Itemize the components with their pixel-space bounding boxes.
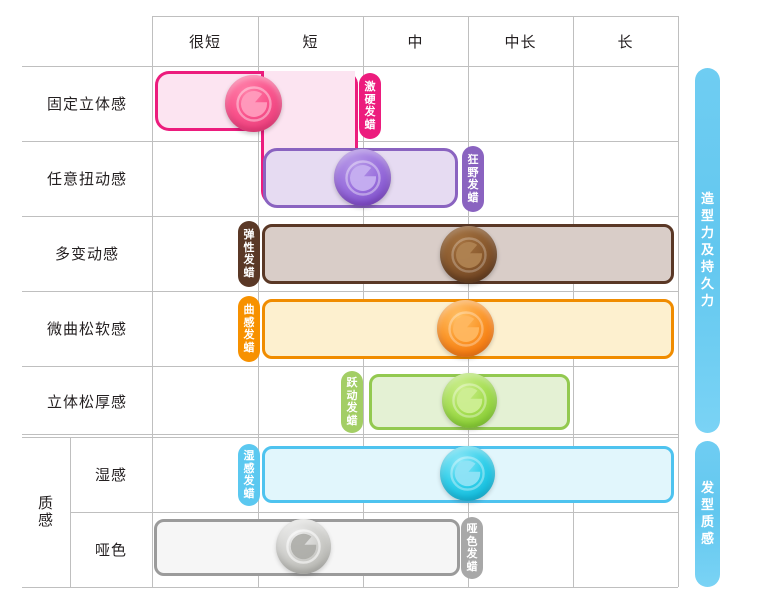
grid-hline	[22, 216, 678, 217]
column-header-1: 短	[302, 32, 319, 51]
column-header-3: 中长	[504, 32, 537, 51]
grid-hline	[22, 291, 678, 292]
product-tag-kuangye-text: 狂野发蜡	[467, 153, 479, 204]
product-tag-yase-text: 哑色发蜡	[466, 522, 478, 573]
product-tag-quangan[interactable]: 曲感发蜡	[238, 296, 260, 362]
product-coin-quangan	[437, 300, 494, 357]
row-header-3: 微曲松软感	[46, 320, 127, 338]
grid-hline	[152, 16, 678, 17]
product-coin-yase	[276, 519, 331, 574]
column-header-4: 长	[617, 32, 634, 51]
grid-hline	[70, 512, 678, 513]
product-tag-jiying-text: 激硬发蜡	[364, 80, 376, 131]
row-header-6: 哑色	[94, 541, 127, 559]
grid-hline	[22, 437, 678, 438]
product-tag-shigan-text: 湿感发蜡	[243, 449, 255, 500]
row-header-2: 多变动感	[54, 245, 119, 263]
product-tag-tanxing[interactable]: 弹性发蜡	[238, 221, 260, 287]
column-header-2: 中	[407, 32, 424, 51]
grid-hline	[22, 434, 678, 435]
product-tag-tanxing-text: 弹性发蜡	[243, 228, 255, 279]
side-legend-hair-texture: 发型质感	[695, 441, 720, 587]
grid-hline	[22, 587, 678, 588]
product-coin-tanxing	[440, 226, 497, 283]
row-header-4: 立体松厚感	[46, 393, 127, 411]
row-group-char-1: 感	[37, 511, 54, 529]
grid-hline	[22, 366, 678, 367]
product-coin-jiying	[225, 75, 282, 132]
grid-hline	[22, 66, 678, 67]
product-tag-kuangye[interactable]: 狂野发蜡	[462, 146, 484, 212]
column-header-0: 很短	[188, 32, 221, 51]
product-tag-yuedong-text: 跃动发蜡	[346, 376, 358, 427]
row-header-5: 湿感	[94, 466, 127, 484]
grid-vline	[152, 16, 153, 587]
product-coin-kuangye	[334, 149, 391, 206]
product-tag-quangan-text: 曲感发蜡	[243, 303, 255, 354]
row-header-1: 任意扭动感	[46, 170, 127, 188]
row-header-0: 固定立体感	[46, 95, 127, 113]
row-group-char-0: 质	[37, 494, 54, 512]
side-legend-hair-texture-text: 发型质感	[700, 481, 714, 547]
side-legend-styling-power: 造型力及持久力	[695, 68, 720, 433]
product-coin-shigan	[440, 446, 495, 501]
product-tag-shigan[interactable]: 湿感发蜡	[238, 444, 260, 506]
grid-vline	[678, 16, 679, 587]
product-coin-yuedong	[442, 373, 497, 428]
side-legend-styling-power-text: 造型力及持久力	[700, 192, 714, 309]
product-tag-yuedong[interactable]: 跃动发蜡	[341, 371, 363, 433]
product-tag-yase[interactable]: 哑色发蜡	[461, 517, 483, 579]
row-group-header-texture: 质 感	[22, 437, 70, 587]
product-tag-jiying[interactable]: 激硬发蜡	[359, 73, 381, 139]
